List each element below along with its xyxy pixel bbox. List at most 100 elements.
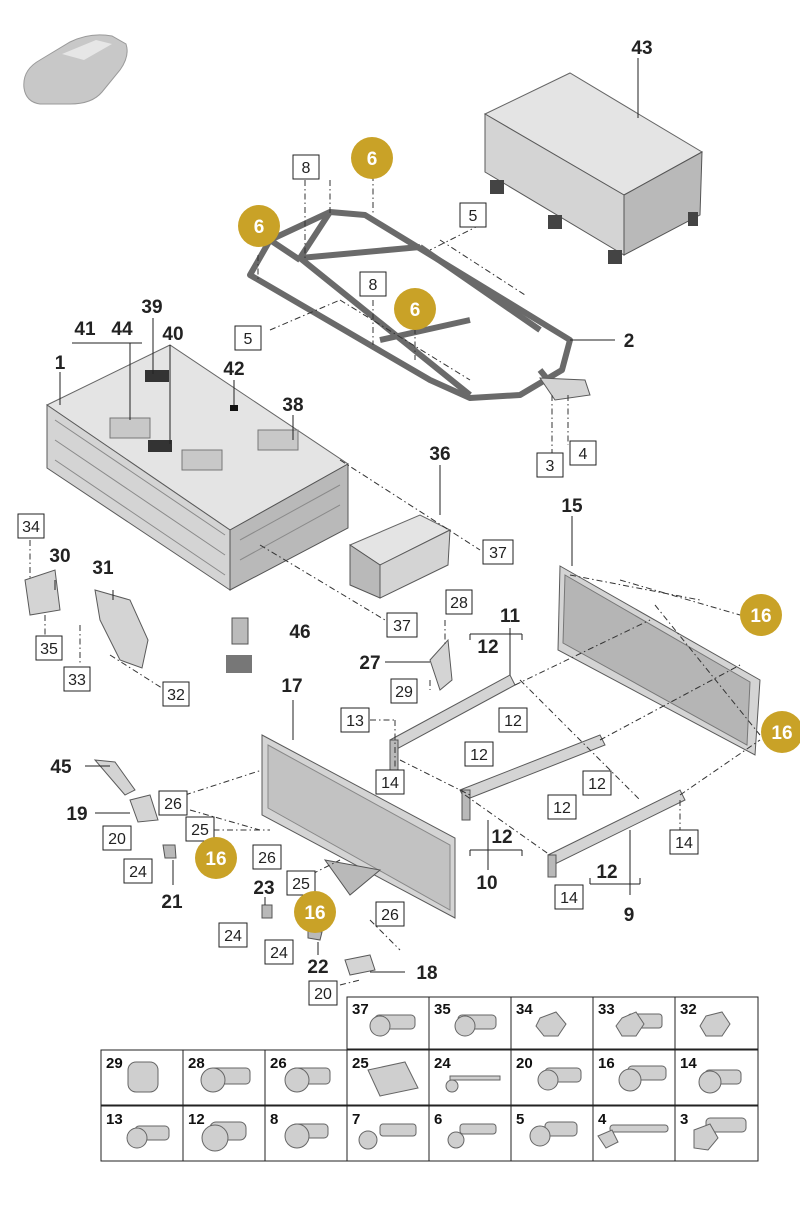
svg-text:24: 24 [270, 945, 288, 962]
svg-text:8: 8 [369, 277, 378, 294]
callout-16-gold: 16 [294, 891, 336, 933]
svg-text:32: 32 [167, 687, 185, 704]
callout-5-box: 5 [459, 202, 487, 228]
svg-text:34: 34 [516, 1001, 533, 1018]
svg-text:37: 37 [489, 545, 507, 562]
callout-24-box: 24 [218, 922, 248, 948]
callout-33-box: 33 [63, 666, 91, 692]
svg-text:26: 26 [258, 850, 276, 867]
svg-text:46: 46 [289, 622, 310, 643]
fastener-table: 37 35 34 33 32 29 28 26 25 24 20 16 14 1… [100, 996, 759, 1162]
callout-3-box: 3 [536, 452, 564, 478]
svg-text:21: 21 [161, 892, 183, 913]
svg-text:27: 27 [359, 653, 380, 674]
svg-text:30: 30 [49, 546, 70, 567]
plain-callouts: 43 2 1 41 44 39 40 42 38 36 15 30 31 46 … [49, 38, 652, 984]
svg-text:41: 41 [74, 319, 96, 340]
svg-text:37: 37 [352, 1001, 369, 1018]
svg-text:24: 24 [224, 928, 242, 945]
callout-4-box: 4 [569, 440, 597, 466]
part-43-crate [483, 72, 704, 264]
svg-text:12: 12 [553, 800, 571, 817]
svg-text:1: 1 [55, 353, 66, 374]
svg-text:13: 13 [346, 713, 364, 730]
svg-text:3: 3 [546, 458, 555, 475]
svg-text:25: 25 [191, 822, 209, 839]
svg-text:12: 12 [188, 1111, 205, 1128]
svg-text:12: 12 [470, 747, 488, 764]
callout-34-box: 34 [17, 513, 45, 539]
callout-14-box: 14 [669, 829, 699, 855]
svg-text:12: 12 [596, 862, 617, 883]
callout-26-box: 26 [252, 844, 282, 870]
callout-24-box: 24 [123, 858, 153, 884]
svg-text:40: 40 [162, 324, 183, 345]
svg-text:37: 37 [393, 618, 411, 635]
callout-29-box: 29 [390, 678, 418, 704]
svg-text:4: 4 [598, 1111, 607, 1128]
svg-text:26: 26 [381, 907, 399, 924]
svg-text:12: 12 [491, 827, 512, 848]
svg-text:24: 24 [434, 1055, 451, 1072]
callout-37-box: 37 [386, 612, 418, 638]
svg-text:26: 26 [270, 1055, 287, 1072]
callout-16-gold: 16 [740, 594, 782, 636]
callout-20-box: 20 [308, 980, 338, 1006]
svg-text:29: 29 [106, 1055, 123, 1072]
svg-text:16: 16 [750, 606, 771, 627]
svg-text:35: 35 [40, 641, 58, 658]
callout-28-box: 28 [445, 589, 473, 615]
callout-26-box: 26 [375, 901, 405, 927]
svg-text:5: 5 [244, 331, 253, 348]
svg-text:14: 14 [680, 1055, 697, 1072]
svg-text:20: 20 [108, 831, 126, 848]
callout-12-box: 12 [582, 770, 612, 796]
svg-text:8: 8 [302, 160, 311, 177]
svg-text:36: 36 [429, 444, 450, 465]
callout-12-box: 12 [498, 707, 528, 733]
svg-text:38: 38 [282, 395, 303, 416]
svg-text:22: 22 [307, 957, 328, 978]
svg-text:9: 9 [624, 905, 635, 926]
callout-25-box: 25 [185, 816, 215, 842]
svg-text:12: 12 [477, 637, 498, 658]
small-brackets [24, 569, 453, 976]
svg-text:8: 8 [270, 1111, 278, 1128]
svg-text:6: 6 [254, 217, 265, 238]
svg-text:16: 16 [205, 849, 226, 870]
svg-text:33: 33 [68, 672, 86, 689]
svg-text:7: 7 [352, 1111, 360, 1128]
callout-14-box: 14 [554, 884, 584, 910]
svg-text:28: 28 [188, 1055, 205, 1072]
svg-text:42: 42 [223, 359, 244, 380]
callout-6-gold: 6 [394, 288, 436, 330]
svg-text:12: 12 [504, 713, 522, 730]
callout-37-box: 37 [482, 539, 514, 565]
svg-text:14: 14 [381, 775, 399, 792]
svg-text:19: 19 [66, 804, 87, 825]
crossmembers [389, 674, 686, 878]
svg-text:6: 6 [434, 1111, 442, 1128]
callout-8-box: 8 [359, 271, 387, 297]
svg-text:39: 39 [141, 297, 162, 318]
svg-text:31: 31 [92, 558, 114, 579]
gold-callouts: 6 6 6 16 16 16 16 [195, 137, 800, 933]
svg-text:6: 6 [410, 300, 421, 321]
callout-12-box: 12 [547, 794, 577, 820]
svg-text:20: 20 [516, 1055, 533, 1072]
bracket-lines [469, 634, 641, 884]
svg-text:26: 26 [164, 796, 182, 813]
svg-text:3: 3 [680, 1111, 688, 1128]
callout-14-box: 14 [375, 769, 405, 795]
svg-text:34: 34 [22, 519, 40, 536]
svg-text:14: 14 [675, 835, 693, 852]
callout-35-box: 35 [35, 635, 63, 661]
callout-16-gold: 16 [761, 711, 800, 753]
svg-text:33: 33 [598, 1001, 615, 1018]
svg-text:16: 16 [304, 903, 325, 924]
svg-text:44: 44 [111, 319, 133, 340]
svg-text:35: 35 [434, 1001, 451, 1018]
svg-text:15: 15 [561, 496, 583, 517]
svg-text:43: 43 [631, 38, 652, 59]
leader-lines [29, 58, 761, 986]
